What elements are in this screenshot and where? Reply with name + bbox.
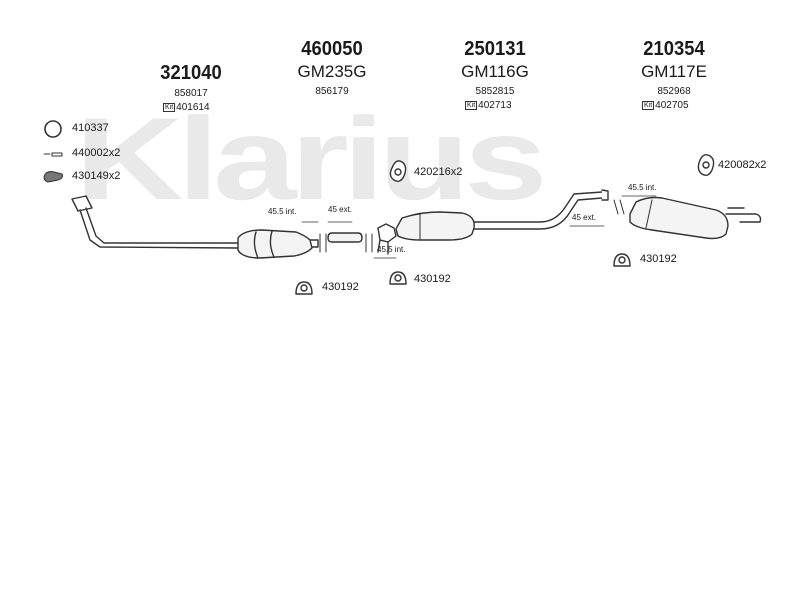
callout-clamp-right: 430192	[640, 253, 677, 265]
brand-watermark: Klarius	[75, 92, 548, 225]
part-number: 250131	[464, 38, 526, 60]
callout-hanger-right: 420082x2	[718, 159, 767, 171]
dimension-label: 45 ext.	[328, 205, 353, 214]
part-number: 210354	[643, 38, 705, 60]
nut-icon	[43, 171, 63, 183]
legend-bolt-label: 440002x2	[72, 147, 121, 159]
part-code: GM116G	[461, 62, 529, 81]
callout-hanger-center: 420216x2	[414, 166, 463, 178]
dimension-label: 45 ext.	[572, 213, 597, 222]
kit-label: Kit	[642, 101, 655, 110]
kit-label: Kit	[163, 103, 176, 112]
oem-reference: 858017	[174, 88, 208, 99]
legend-nut-label: 430149x2	[72, 170, 121, 182]
callout-clamp-center: 430192	[414, 273, 451, 285]
callout-clamp-left: 430192	[322, 281, 359, 293]
part-number: 460050	[301, 38, 363, 60]
front-flange	[71, 195, 93, 212]
catalytic-converter	[237, 229, 313, 259]
dimension-label: 45.5 int.	[268, 207, 297, 216]
part-number: 321040	[160, 62, 222, 84]
kit-label: Kit	[465, 101, 478, 110]
oem-reference: 856179	[315, 86, 349, 97]
legend-ring-label: 410337	[72, 122, 109, 134]
oem-reference: 5852815	[475, 86, 515, 97]
oem-reference: 852968	[657, 86, 691, 97]
part-code: GM235G	[297, 62, 367, 81]
ring-icon	[44, 120, 62, 138]
bolt-icon	[43, 152, 63, 157]
part-code: GM117E	[641, 62, 707, 81]
front-pipe-top	[79, 209, 239, 249]
dimension-label: 45.5 int.	[628, 183, 657, 192]
rear-silencer	[629, 196, 729, 240]
tailpipe-top	[473, 191, 603, 223]
connecting-pipe	[327, 232, 363, 243]
middle-silencer	[395, 211, 475, 241]
dimension-label: 45.5 int.	[377, 245, 406, 254]
